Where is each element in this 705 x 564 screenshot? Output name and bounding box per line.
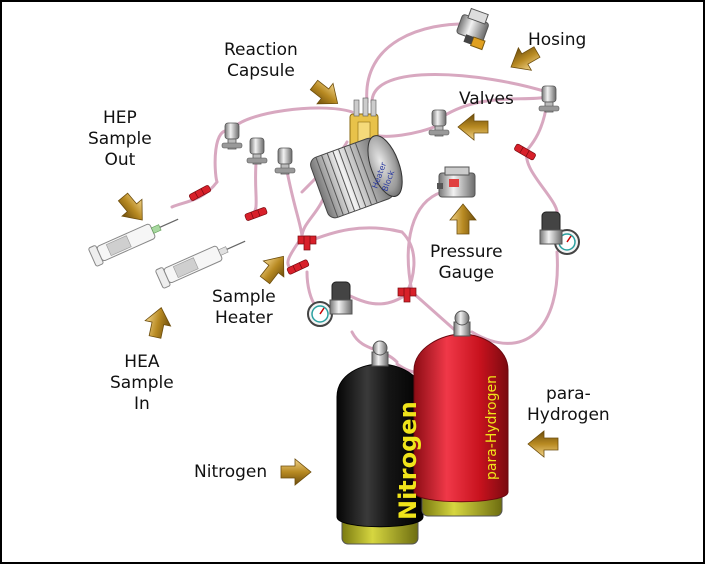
label-line: Sample xyxy=(88,129,152,149)
hydrogen-tank-icon xyxy=(413,310,509,517)
pressure-gauge-label: Pressure Gauge xyxy=(430,242,503,284)
syringe-icon xyxy=(88,218,246,289)
regulator-right-icon xyxy=(539,211,580,255)
sample-heater-label: Sample Heater xyxy=(212,287,276,329)
nitrogen-label: Nitrogen xyxy=(194,462,268,482)
top-regulator-icon xyxy=(456,7,489,51)
label-line: In xyxy=(133,394,150,414)
heater-block-icon xyxy=(310,135,403,219)
para-hydrogen-label: para- Hydrogen xyxy=(527,384,610,426)
hep-sample-out-label: HEP Sample Out xyxy=(88,108,152,171)
label-line: HEP xyxy=(102,108,137,128)
label-line: Pressure xyxy=(430,242,503,262)
valves-label: Valves xyxy=(459,89,514,109)
label-line: Hydrogen xyxy=(527,405,610,425)
hea-sample-in-label: HEA Sample In xyxy=(110,352,174,415)
label-line: Heater xyxy=(214,308,273,328)
label-line: Sample xyxy=(212,287,276,307)
nitrogen-tank-icon xyxy=(336,340,424,545)
hosing-label: Hosing xyxy=(528,30,587,50)
label-line: Out xyxy=(104,150,136,170)
connectors xyxy=(188,143,537,303)
label-line: para- xyxy=(545,384,591,404)
pressure-gauge-icon xyxy=(437,166,476,198)
regulator-left-icon xyxy=(307,281,353,327)
label-line: Capsule xyxy=(226,61,295,81)
reaction-capsule-label: Reaction Capsule xyxy=(224,40,298,82)
hydrogen-tank-text: para-Hydrogen xyxy=(484,375,500,480)
label-line: HEA xyxy=(124,352,160,372)
label-line: Reaction xyxy=(224,40,298,60)
nitrogen-tank-text: Nitrogen xyxy=(394,401,422,520)
label-line: Gauge xyxy=(438,263,495,283)
label-line: Sample xyxy=(110,373,174,393)
